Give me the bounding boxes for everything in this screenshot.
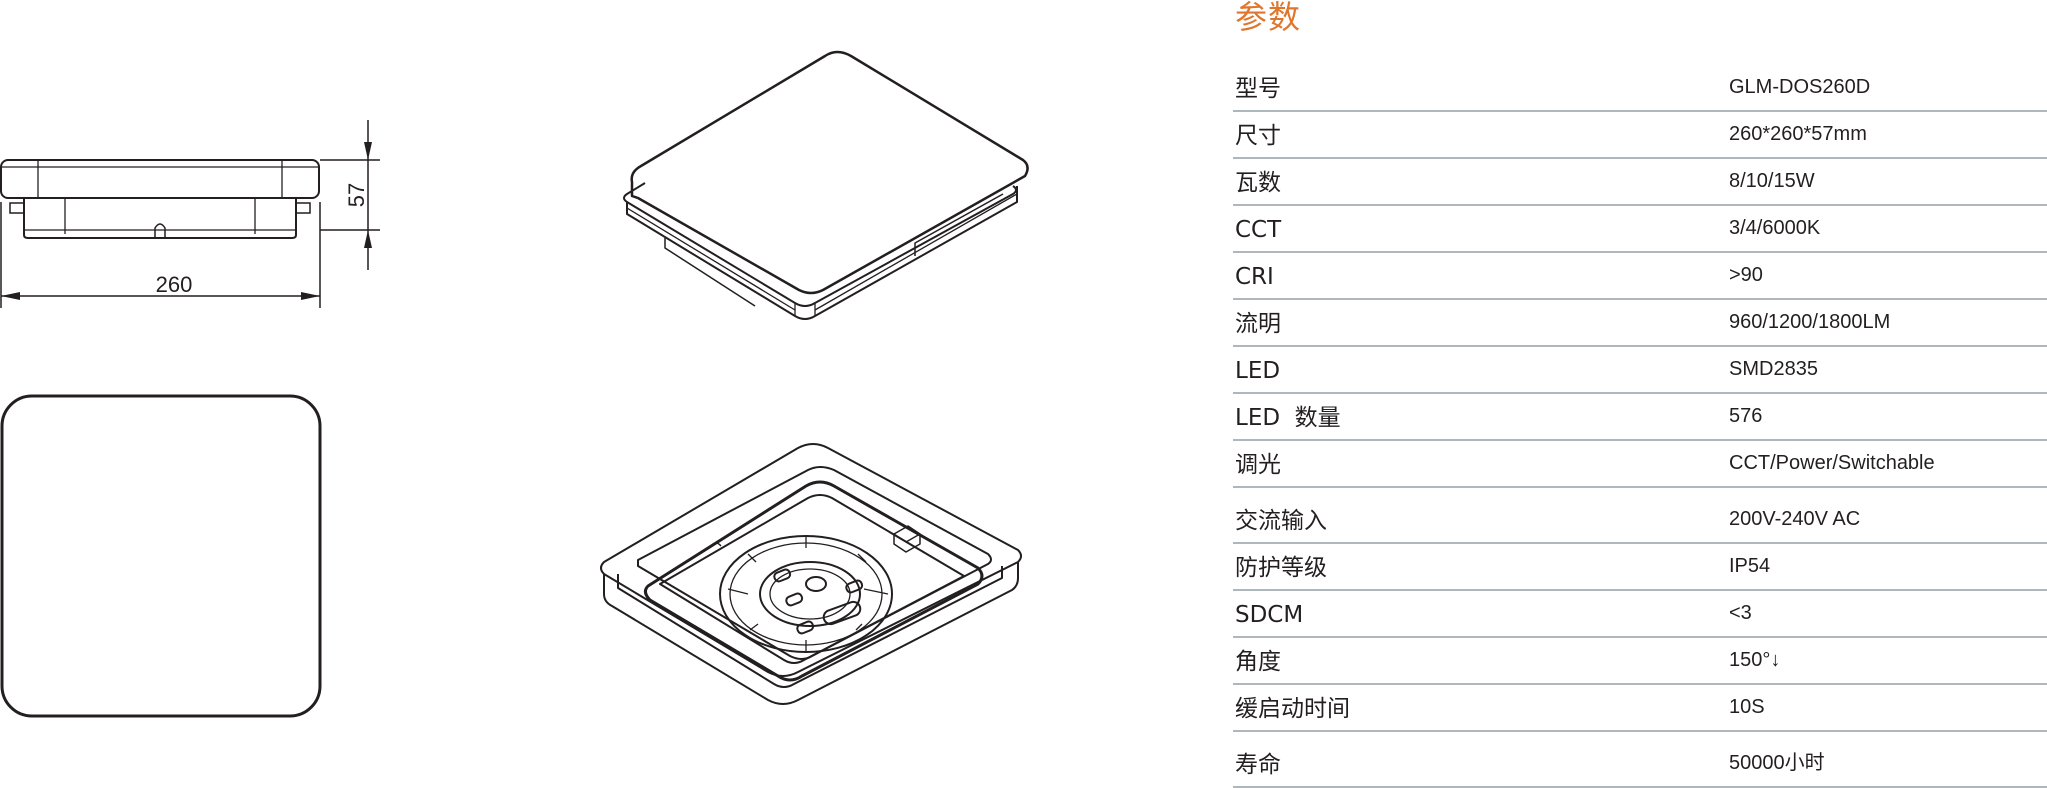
height-dimension-label: 57 [344, 183, 369, 207]
spec-row: 调光 CCT/Power/Switchable [1233, 441, 2047, 488]
spec-value: IP54 [1729, 555, 1771, 577]
spec-value: 260*260*57mm [1729, 123, 1867, 145]
spec-panel: 参数 型号 GLM-DOS260D 尺寸 260*260*57mm 瓦数 8/10/1… [1233, 0, 2047, 788]
spec-row: SDCM <3 [1233, 591, 2047, 638]
spec-label: 尺寸 [1235, 123, 1281, 149]
spec-label: CCT [1235, 217, 1282, 243]
spec-row: CCT 3/4/6000K [1233, 206, 2047, 253]
spec-row: CRI >90 [1233, 253, 2047, 300]
spec-label: SDCM [1235, 602, 1304, 628]
spec-label: 防护等级 [1235, 555, 1327, 581]
spec-value: >90 [1729, 264, 1763, 286]
spec-value: 50000小时 [1729, 752, 1825, 774]
spec-label: 寿命 [1235, 752, 1281, 778]
spec-label: 角度 [1235, 649, 1281, 675]
top-view-drawing [0, 394, 322, 718]
spec-value: GLM-DOS260D [1729, 76, 1871, 98]
spec-row: 寿命 50000小时 [1233, 732, 2047, 788]
spec-label: 缓启动时间 [1235, 696, 1350, 722]
width-dimension-label: 260 [156, 272, 193, 297]
spec-value: CCT/Power/Switchable [1729, 452, 1935, 474]
technical-drawings: 260 57 [0, 50, 1029, 718]
spec-row: 瓦数 8/10/15W [1233, 159, 2047, 206]
spec-row: 角度 150°↓ [1233, 638, 2047, 685]
spec-row: 尺寸 260*260*57mm [1233, 112, 2047, 159]
spec-label: 流明 [1235, 311, 1281, 337]
spec-label: 瓦数 [1235, 170, 1281, 196]
isometric-bottom-drawing [600, 443, 1022, 705]
spec-label: LED 数量 [1235, 405, 1341, 431]
spec-value: 200V-240V AC [1729, 508, 1861, 530]
spec-row: 流明 960/1200/1800LM [1233, 300, 2047, 347]
spec-row: 型号 GLM-DOS260D [1233, 66, 2047, 112]
spec-row: 缓启动时间 10S [1233, 685, 2047, 732]
spec-value: 576 [1729, 405, 1763, 427]
spec-label: LED [1235, 358, 1281, 384]
spec-row: 防护等级 IP54 [1233, 544, 2047, 591]
spec-value: 960/1200/1800LM [1729, 311, 1891, 333]
spec-value: <3 [1729, 602, 1752, 624]
spec-value: 3/4/6000K [1729, 217, 1821, 239]
spec-label: 调光 [1235, 452, 1281, 478]
spec-value: SMD2835 [1729, 358, 1818, 380]
side-view-drawing: 260 57 [0, 120, 380, 308]
spec-title: 参数 [1235, 0, 1302, 36]
spec-row: 交流输入 200V-240V AC [1233, 488, 2047, 544]
spec-value: 10S [1729, 696, 1765, 718]
spec-value: 8/10/15W [1729, 170, 1815, 192]
spec-label: 交流输入 [1235, 508, 1327, 534]
spec-label: 型号 [1235, 76, 1281, 102]
spec-value: 150°↓ [1729, 649, 1781, 671]
isometric-top-drawing [623, 50, 1029, 320]
spec-label: CRI [1235, 264, 1274, 290]
spec-row: LED 数量 576 [1233, 394, 2047, 441]
spec-row: LED SMD2835 [1233, 347, 2047, 394]
